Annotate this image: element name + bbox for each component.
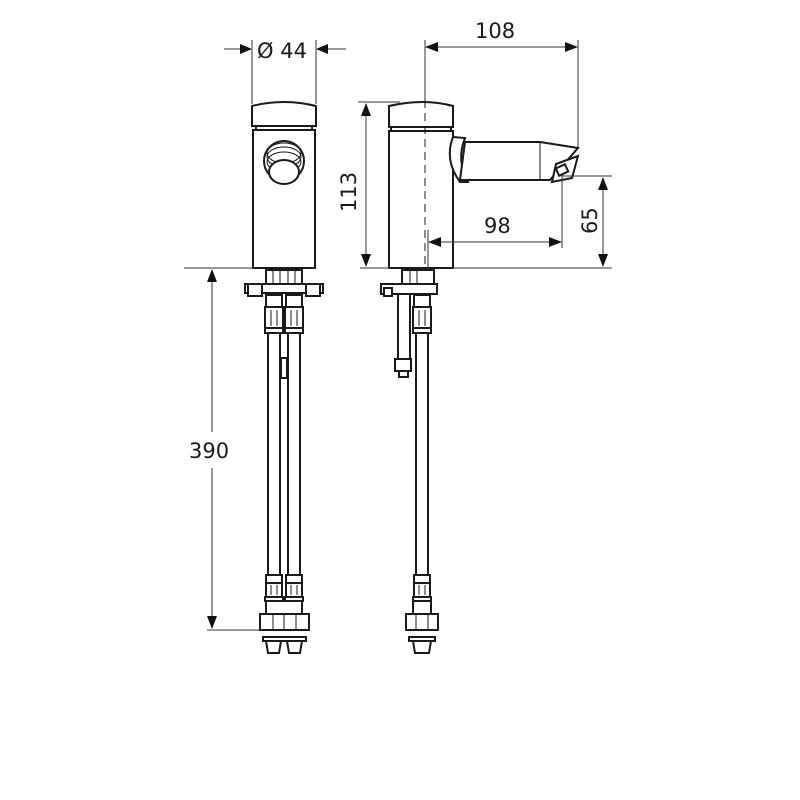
dimension-label-spout-height: 65 — [578, 207, 602, 234]
dimension-reach-total: 108 — [424, 19, 579, 148]
push-button-cap-side — [388, 101, 454, 128]
dimension-height-body: 113 — [337, 101, 400, 269]
push-button-cap — [251, 101, 317, 127]
mounting-plate — [244, 283, 324, 294]
dimension-label-reach-spout: 98 — [484, 214, 511, 238]
side-view: 108 113 — [337, 19, 612, 654]
front-view: Ø 44 — [184, 39, 346, 654]
dimension-label-height-body: 113 — [337, 172, 361, 212]
hose-right — [287, 332, 301, 576]
hose-connector-bottom-side — [405, 574, 439, 654]
shank-side — [401, 269, 435, 285]
shank — [265, 269, 303, 285]
hose-connector-bottom — [259, 574, 310, 654]
dimension-label-hose-length: 390 — [189, 439, 229, 463]
dimension-label-diameter: Ø 44 — [257, 39, 307, 63]
spout — [448, 135, 580, 184]
dimension-spout-height: 65 — [453, 175, 612, 269]
hose-connector-top — [264, 294, 304, 334]
threaded-rod — [397, 293, 411, 360]
dimension-label-reach-total: 108 — [475, 19, 515, 43]
hose-side — [415, 332, 429, 576]
hose-left — [267, 332, 281, 576]
dimension-diameter: Ø 44 — [224, 39, 346, 104]
body-side — [388, 130, 454, 269]
spout-front-icon — [263, 140, 305, 185]
dimension-reach-spout: 98 — [427, 175, 563, 272]
dimension-hose-length: 390 — [184, 267, 262, 631]
